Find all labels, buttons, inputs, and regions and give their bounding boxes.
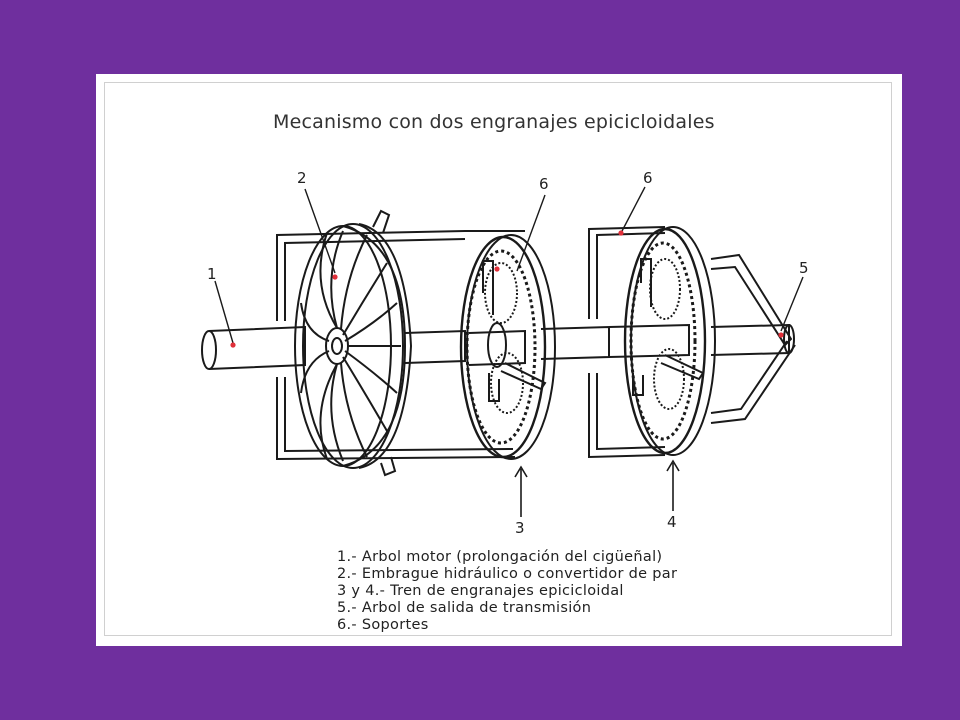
indicator-arrows (514, 459, 680, 517)
label-4: 4 (667, 513, 677, 531)
epicyclic-gear-train-4 (608, 226, 716, 456)
leader-lines (214, 186, 804, 344)
intermediate-shaft-2 (540, 325, 610, 360)
label-5: 5 (799, 259, 809, 277)
epicyclic-gear-train-3 (459, 234, 556, 460)
marker-dot (332, 274, 338, 280)
legend-item: 5.- Arbol de salida de transmisión (337, 600, 592, 616)
legend-item: 3 y 4.- Tren de engranajes epicicloidal (337, 583, 624, 599)
input-shaft (201, 325, 306, 370)
legend: 1.- Arbol motor (prolongación del cigüeñ… (337, 549, 677, 634)
label-3: 3 (515, 519, 525, 537)
transmission-diagram: 1 2 6 6 5 3 4 (201, 169, 809, 537)
legend-item: 6.- Soportes (337, 617, 429, 633)
label-6-left: 6 (539, 175, 549, 193)
marker-dot (618, 230, 624, 236)
label-1: 1 (207, 265, 217, 283)
label-6-right: 6 (643, 169, 653, 187)
label-2: 2 (297, 169, 307, 187)
slide-panel: Mecanismo con dos engranajes epicicloida… (96, 74, 902, 646)
support-frame-right (588, 226, 666, 459)
marker-dot (494, 266, 500, 272)
marker-dots (230, 230, 784, 348)
marker-dot (230, 342, 236, 348)
marker-dot (778, 332, 784, 338)
diagram-title: Mecanismo con dos engranajes epicicloida… (273, 111, 715, 133)
legend-item: 2.- Embrague hidráulico o convertidor de… (337, 566, 678, 582)
figure-frame: Mecanismo con dos engranajes epicicloida… (104, 82, 892, 636)
legend-item: 1.- Arbol motor (prolongación del cigüeñ… (337, 549, 663, 565)
intermediate-shaft-1 (404, 329, 466, 364)
output-shaft (710, 253, 796, 424)
torque-converter (294, 209, 413, 477)
